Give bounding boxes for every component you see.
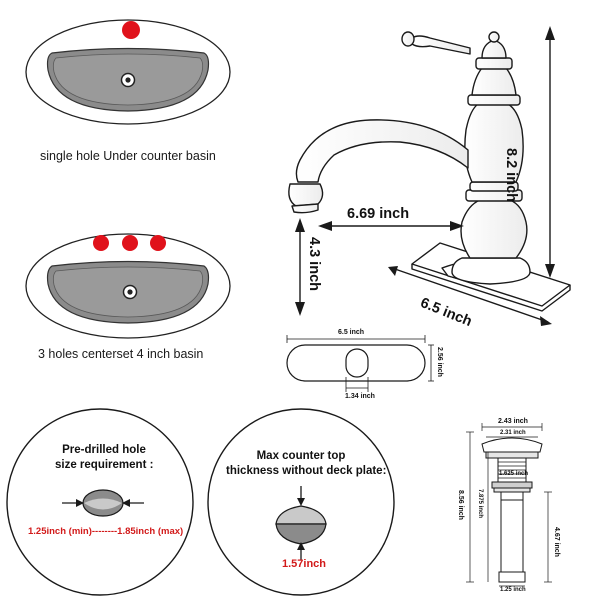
counter-thickness-value: 1.57inch [282, 558, 327, 570]
three-hole-basin-caption: 3 holes centerset 4 inch basin [38, 347, 204, 361]
counter-thickness-diagram [207, 408, 395, 596]
counter-title: Max counter top thickness without deck p… [226, 449, 387, 479]
single-basin-caption: single hole Under counter basin [40, 149, 216, 163]
predrilled-title-line2: size requirement : [55, 459, 154, 471]
deck-plate-hole-label: 1.34 inch [345, 393, 375, 400]
faucet-hole-marker [122, 235, 138, 251]
drain-lower-height-label: 4.67 inch [553, 527, 560, 557]
drain-middle-label: 1.625 inch [499, 471, 529, 477]
faucet-height-label: 8.2 inch [503, 148, 519, 202]
popup-drain-drawing [466, 423, 552, 587]
deck-plate-width-label: 2.56 inch [436, 347, 443, 377]
drain-top-width-label: 2.43 inch [498, 418, 528, 425]
faucet-hole-marker [150, 235, 166, 251]
spout-height-label: 4.3 inch [306, 237, 322, 291]
predrilled-range-label: 1.25inch (min)--------1.85inch (max) [28, 526, 184, 537]
single-hole-basin [25, 19, 231, 125]
faucet-drawing [288, 31, 571, 312]
drain-bottom-width-label: 1.25 inch [500, 587, 526, 593]
faucet-hole-marker [93, 235, 109, 251]
counter-title-line2: thickness without deck plate: [226, 465, 387, 477]
faucet-hole-marker [122, 21, 140, 39]
three-hole-basin [25, 233, 231, 339]
faucet-dimension-lines [295, 26, 555, 326]
predrilled-title-line1: Pre-drilled hole [62, 444, 146, 456]
deck-plate-length-label: 6.5 inch [338, 329, 365, 336]
drain-upper-height-label: 7.875 inch [477, 489, 483, 519]
deck-plate-drawing [286, 335, 434, 392]
predrilled-title: Pre-drilled hole size requirement : [55, 443, 153, 473]
spout-reach-label: 6.69 inch [347, 206, 410, 222]
counter-title-line1: Max counter top [256, 450, 346, 462]
drain-total-height-label: 8.56 inch [457, 490, 464, 520]
drain-inner-width-label: 2.31 inch [500, 430, 526, 436]
predrilled-hole-diagram [6, 408, 194, 596]
